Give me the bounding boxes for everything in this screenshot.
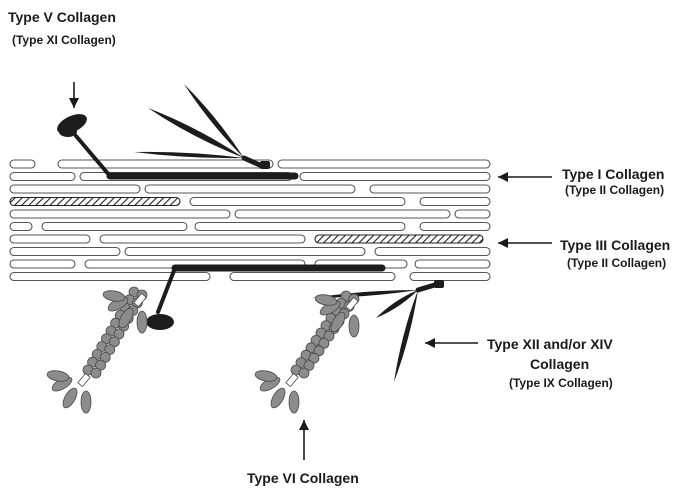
type-i-collagen-fibril	[58, 160, 273, 168]
type-xii-label-line1: Type XII and/or XIV	[487, 337, 613, 351]
type-i-collagen-fibril	[42, 223, 187, 231]
type-i-collagen-fibril	[125, 248, 365, 256]
type-v-alt-label: (Type XI Collagen)	[12, 34, 116, 46]
type-i-collagen-fibril	[420, 198, 490, 206]
type-vi-collagen-molecules	[46, 287, 359, 413]
fan-tip	[260, 161, 270, 169]
type-vi-end-petal-core	[78, 373, 90, 386]
type-i-collagen-fibril	[10, 210, 230, 218]
type-xii-arrow-head	[425, 338, 435, 348]
type-vi-label: Type VI Collagen	[247, 471, 359, 485]
type-vi-bead	[299, 368, 309, 378]
type-xii-label-line2: Collagen	[530, 357, 589, 371]
type-i-collagen-fibril	[100, 235, 305, 243]
type-i-collagen-fibril	[420, 223, 490, 231]
type-i-collagen-fibril	[375, 248, 490, 256]
type-iii-label: Type III Collagen	[560, 238, 670, 252]
type-v-label: Type V Collagen	[8, 10, 116, 24]
type-i-collagen-fibril	[145, 185, 355, 193]
type-vi-end-petal	[81, 391, 91, 413]
type-vi-top-petal	[137, 311, 147, 333]
type-i-collagen-fibril	[195, 223, 405, 231]
type-i-collagen-fibril	[300, 173, 490, 181]
type-i-collagen-fibril	[10, 223, 32, 231]
type-i-collagen-fibril	[410, 273, 490, 281]
type-i-alt-label: (Type II Collagen)	[565, 184, 664, 196]
type-vi-end-petal	[60, 386, 80, 410]
type-vi-arrow-head	[299, 420, 309, 430]
type-i-collagen-fibril	[10, 260, 75, 268]
type-vi-top-petal	[349, 315, 359, 337]
type-i-collagen-fibril	[10, 248, 120, 256]
type-i-label: Type I Collagen	[562, 167, 664, 181]
rod-head	[146, 314, 174, 330]
type-i-collagen-fibril	[370, 185, 490, 193]
type-vi-end-petal-core	[286, 373, 298, 386]
fan-arm	[184, 84, 244, 158]
type-i-collagen-fibril	[455, 210, 490, 218]
type-vi-end-petal	[268, 386, 288, 410]
type-i-arrow-head	[498, 172, 508, 182]
type-i-collagen-fibril	[10, 185, 140, 193]
type-i-collagen-fibril	[415, 260, 490, 268]
type-vi-bead	[91, 368, 101, 378]
fan-arm	[134, 152, 244, 158]
type-vi-end-petal	[46, 369, 69, 383]
type-i-collagen-fibril	[10, 160, 35, 168]
type-i-collagen-fibril	[10, 235, 90, 243]
fan-tip	[434, 280, 444, 288]
type-vi-end-petal	[254, 369, 277, 383]
type-iii-alt-label: (Type II Collagen)	[567, 257, 666, 269]
fan-arm	[148, 108, 244, 158]
type-vi-end-petal	[289, 391, 299, 413]
type-vi-top-petal	[102, 289, 125, 303]
type-v-arrow-head	[69, 98, 79, 108]
type-i-collagen-fibril	[10, 173, 75, 181]
type-xii-alt-label: (Type IX Collagen)	[509, 377, 613, 389]
type-v-link	[76, 136, 110, 176]
type-i-collagen-fibril	[190, 198, 405, 206]
type-i-collagen-fibril	[278, 160, 490, 168]
type-i-collagen-fibril	[235, 210, 450, 218]
type-iii-arrow-head	[498, 238, 508, 248]
fibril-associated-collagen-molecules	[134, 84, 444, 382]
type-i-collagen-fibril	[230, 273, 395, 281]
type-i-collagen-fibril	[10, 273, 210, 281]
type-iii-collagen-fibril	[315, 235, 483, 243]
type-iii-collagen-fibril	[10, 198, 180, 206]
